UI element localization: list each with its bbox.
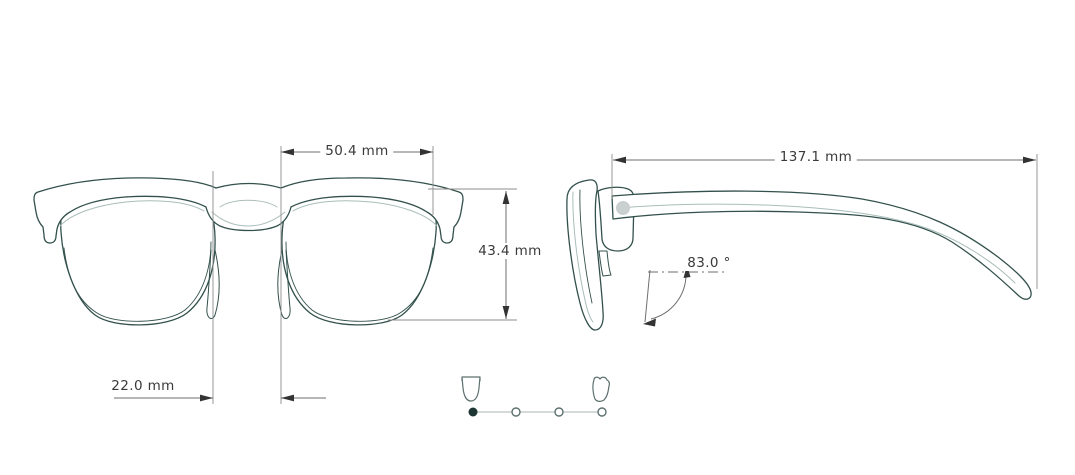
right-lens-rim-wire (285, 241, 434, 322)
bridge-width-label: 22.0 mm (106, 378, 180, 394)
right-nose-pad (277, 249, 291, 319)
side-frame-front-inner-light (572, 191, 594, 323)
lens-height-label: 43.4 mm (473, 243, 547, 259)
temple-length-dimension (611, 154, 1038, 289)
glasses-side-view (566, 179, 1032, 331)
left-nose-pad (206, 249, 220, 319)
bridge-shape-icon (592, 376, 610, 402)
lens-shape-icon (461, 376, 481, 402)
temple-angle-dimension (643, 265, 728, 327)
temple-arm (611, 190, 1032, 300)
side-frame-front (566, 179, 604, 331)
side-lens-edge (579, 189, 593, 304)
temple-inner-light (617, 203, 1016, 284)
hinge-tab (598, 250, 612, 277)
pagination-dot-4[interactable] (597, 407, 607, 417)
temple-length-label: 137.1 mm (774, 149, 858, 165)
brow-bevel-bridge (211, 211, 286, 227)
left-lens-rim-wire (63, 241, 212, 322)
right-lens-outline (281, 188, 437, 326)
bridge-upper-bevel (219, 199, 278, 208)
dimension-annotations (114, 146, 1038, 404)
glasses-front-view (33, 177, 464, 326)
brow-bevel-left (59, 200, 205, 227)
temple-angle-label: 83.0 ° (682, 255, 736, 271)
temple-logo-dot (616, 201, 630, 215)
left-lens-outline (60, 188, 216, 326)
brow-bevel-right (292, 200, 438, 227)
pagination-dot-1[interactable] (468, 407, 478, 417)
view-pagination (461, 376, 610, 417)
pagination-dot-2[interactable] (511, 407, 521, 417)
lens-width-label: 50.4 mm (320, 143, 394, 159)
pagination-dot-3[interactable] (554, 407, 564, 417)
brow-bar (33, 177, 464, 244)
lens-width-dimension (212, 146, 434, 404)
